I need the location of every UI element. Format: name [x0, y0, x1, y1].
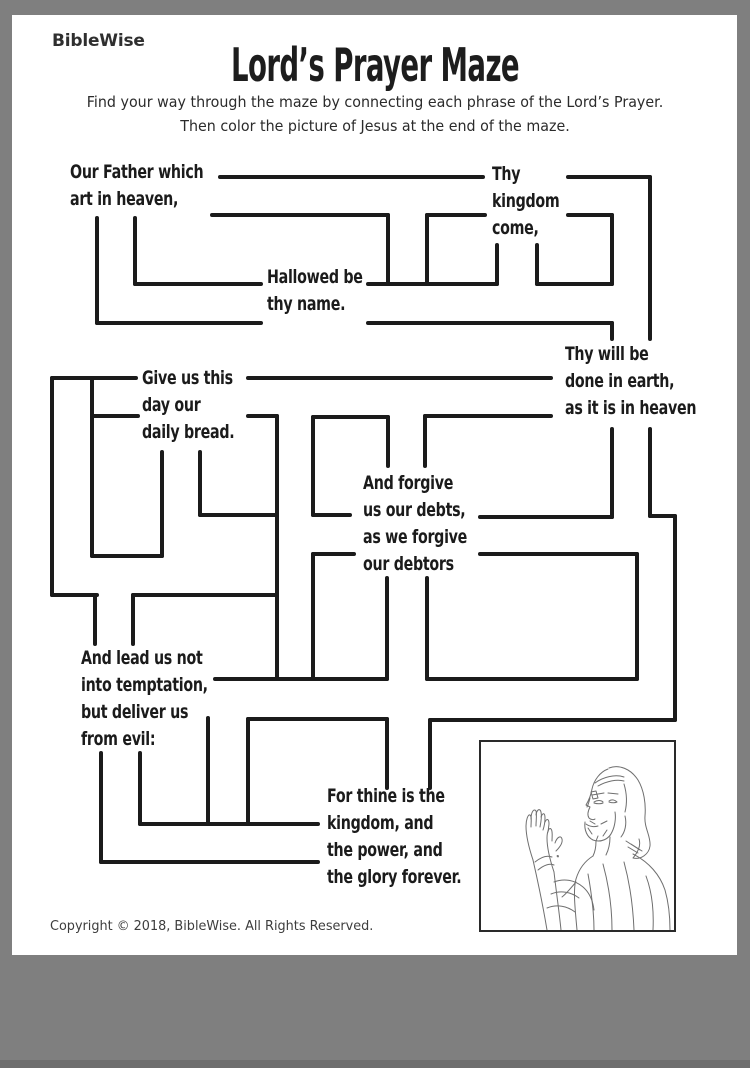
maze-wall	[610, 321, 614, 341]
maze-wall	[311, 513, 352, 517]
maze-wall	[311, 552, 356, 556]
maze-wall	[50, 593, 99, 597]
maze-wall	[425, 576, 429, 681]
instructions-line-2: Then color the picture of Jesus at the e…	[180, 117, 570, 135]
maze-wall	[206, 716, 210, 826]
maze-wall	[610, 213, 614, 286]
maze-wall	[425, 213, 487, 217]
maze-wall	[386, 415, 390, 468]
maze-wall	[218, 175, 485, 179]
maze-phrase-hallowed: Hallowed be thy name.	[267, 266, 363, 315]
page-title: Lord’s Prayer Maze	[230, 38, 520, 92]
maze-wall	[246, 717, 250, 826]
maze-wall	[566, 175, 652, 179]
maze-wall	[428, 718, 677, 722]
maze-wall	[366, 282, 499, 286]
maze-wall	[90, 376, 94, 558]
maze-wall	[385, 576, 389, 681]
maze-wall	[648, 427, 652, 518]
maze-wall	[133, 282, 263, 286]
maze-wall	[535, 282, 614, 286]
maze-phrase-and-forgive: And forgive us our debts, as we forgive …	[363, 472, 468, 575]
maze-wall	[131, 593, 279, 597]
maze-wall	[425, 677, 639, 681]
maze-phrase-thy-will: Thy will be done in earth, as it is in h…	[565, 343, 697, 419]
maze-wall	[635, 552, 639, 681]
maze-wall	[99, 751, 103, 864]
maze-phrase-our-father: Our Father which art in heaven,	[70, 161, 204, 210]
maze-wall	[95, 321, 263, 325]
maze-wall	[160, 450, 164, 558]
maze-wall	[90, 554, 164, 558]
maze-wall	[366, 321, 614, 325]
maze-wall	[198, 450, 202, 517]
maze-wall	[93, 593, 97, 646]
maze-wall	[428, 718, 432, 790]
maze-wall	[648, 175, 652, 341]
maze-wall	[198, 513, 279, 517]
maze-phrase-and-lead: And lead us not into temptation, but del…	[81, 647, 208, 750]
maze-wall	[385, 717, 389, 790]
maze-wall	[133, 216, 137, 286]
maze-wall	[213, 677, 389, 681]
maze-wall	[50, 376, 138, 380]
maze-wall	[311, 415, 315, 517]
maze-wall	[566, 213, 614, 217]
maze-wall	[95, 216, 99, 325]
maze-wall	[423, 414, 427, 468]
maze-wall	[246, 414, 279, 418]
maze-phrase-give-us: Give us this day our daily bread.	[142, 367, 235, 443]
maze-wall	[610, 427, 614, 519]
maze-wall	[495, 243, 499, 286]
bottom-border	[0, 1060, 750, 1068]
maze-wall	[138, 822, 320, 826]
maze-phrase-for-thine: For thine is the kingdom, and the power,…	[327, 785, 462, 888]
maze-wall	[131, 593, 135, 646]
jesus-picture-frame	[479, 740, 676, 932]
maze-wall	[311, 415, 390, 419]
maze-wall	[478, 552, 639, 556]
jesus-praying-drawing	[525, 766, 671, 930]
maze-wall	[50, 376, 54, 597]
maze-wall	[478, 515, 614, 519]
maze-wall	[90, 414, 140, 418]
instructions-line-1: Find your way through the maze by connec…	[86, 93, 664, 111]
maze-wall	[246, 717, 389, 721]
maze-wall	[99, 860, 320, 864]
brand-logo: BibleWise	[52, 31, 145, 51]
copyright-text: Copyright © 2018, BibleWise. All Rights …	[50, 918, 374, 934]
maze-wall	[673, 514, 677, 722]
maze-wall	[275, 414, 279, 681]
maze-wall	[210, 213, 390, 217]
maze-wall	[648, 514, 677, 518]
maze-phrase-thy-kingdom: Thy kingdom come,	[492, 163, 560, 239]
maze-wall	[425, 213, 429, 286]
maze-wall	[246, 376, 553, 380]
maze-wall	[386, 213, 390, 286]
maze-wall	[138, 751, 142, 826]
maze-wall	[423, 414, 553, 418]
maze-wall	[535, 243, 539, 286]
maze-wall	[311, 552, 315, 681]
